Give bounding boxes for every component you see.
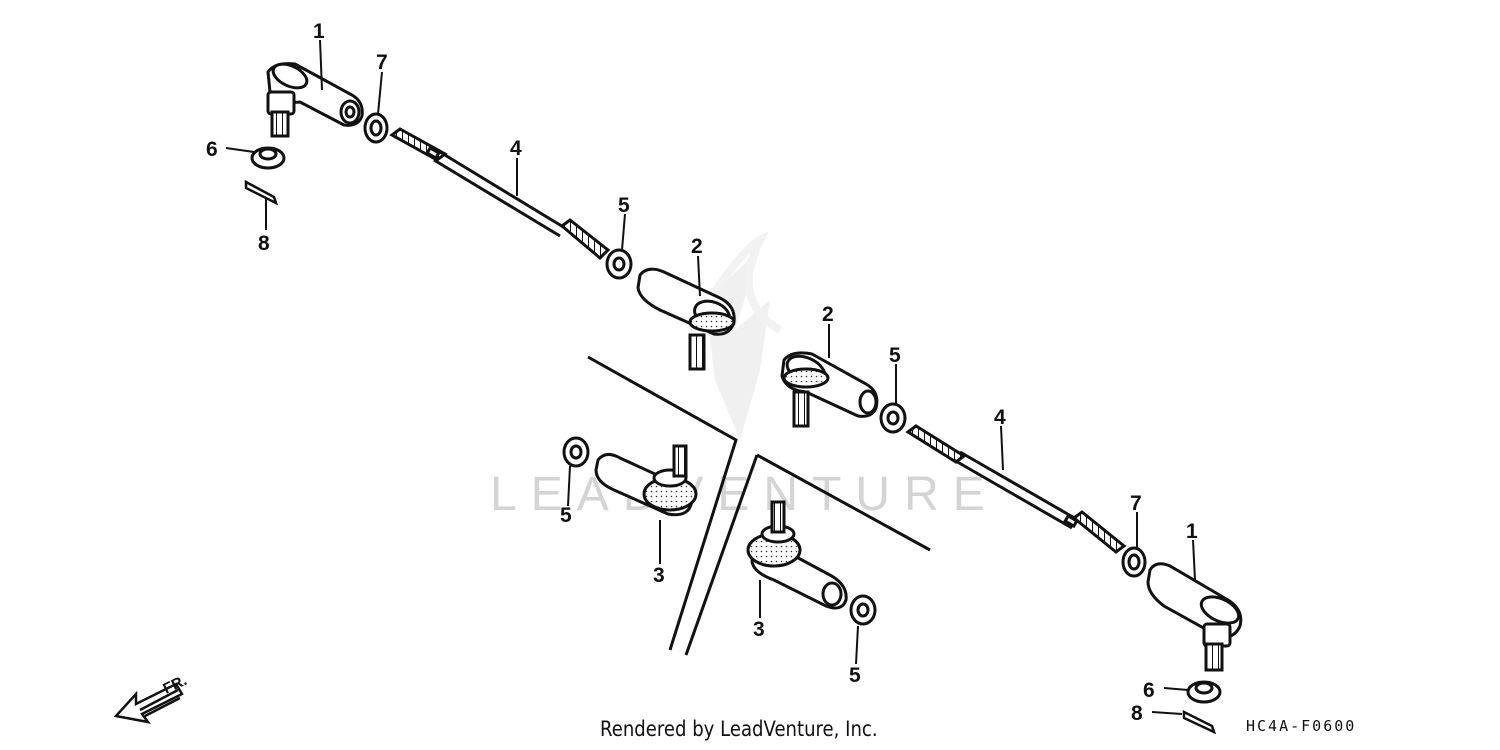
diagram-code: HC4A-F0600 (1246, 717, 1357, 735)
nut-upper-ball-joint (562, 436, 590, 468)
ball-joint-upper (594, 444, 698, 517)
tie-rod-end-inner-left (636, 267, 736, 371)
callout-3-lower-joint: 3 (753, 618, 765, 641)
cotter-pin-right (1182, 709, 1217, 735)
callout-1-right: 1 (1186, 520, 1198, 543)
cotter-pin-left (244, 179, 279, 206)
callout-6-right: 6 (1143, 679, 1155, 702)
tie-rod-end-inner-right (780, 351, 879, 428)
callout-2-right: 2 (822, 303, 834, 326)
footer-credit: Rendered by LeadVenture, Inc. (600, 717, 878, 741)
callout-7-right: 7 (1130, 492, 1142, 515)
callout-4-right: 4 (994, 406, 1006, 429)
front-direction-arrow-icon (113, 682, 184, 724)
front-direction-label: FR. (161, 672, 190, 698)
callout-8-right: 8 (1131, 702, 1143, 725)
callout-5-upper-joint: 5 (560, 504, 572, 527)
lock-washer-left (363, 112, 389, 144)
callout-4-left: 4 (510, 137, 522, 160)
section-divider (587, 355, 931, 656)
lock-nut-left-rod (605, 248, 633, 280)
lock-washer-right (1121, 546, 1147, 578)
callout-7-left: 7 (376, 51, 388, 74)
callout-3-upper-joint: 3 (653, 564, 665, 587)
leader-lines (225, 39, 1196, 715)
callout-5-lower-joint: 5 (849, 664, 861, 687)
callout-5-right: 5 (889, 344, 901, 367)
callout-1-left: 1 (313, 20, 325, 43)
tie-rod-end-outer-right (1146, 562, 1243, 672)
tie-rod-left (389, 127, 611, 261)
lock-nut-right-rod (879, 402, 907, 434)
nut-lower-ball-joint (849, 594, 877, 626)
tie-rod-end-outer-left (266, 62, 364, 138)
callout-2-left: 2 (691, 235, 703, 258)
callout-5-left: 5 (618, 194, 630, 217)
callout-6-left: 6 (206, 138, 218, 161)
ball-joint-lower (746, 500, 848, 610)
castle-nut-left (250, 146, 286, 170)
castle-nut-right (1186, 680, 1222, 704)
tie-rod-right (905, 424, 1127, 554)
callout-8-left: 8 (258, 232, 270, 255)
